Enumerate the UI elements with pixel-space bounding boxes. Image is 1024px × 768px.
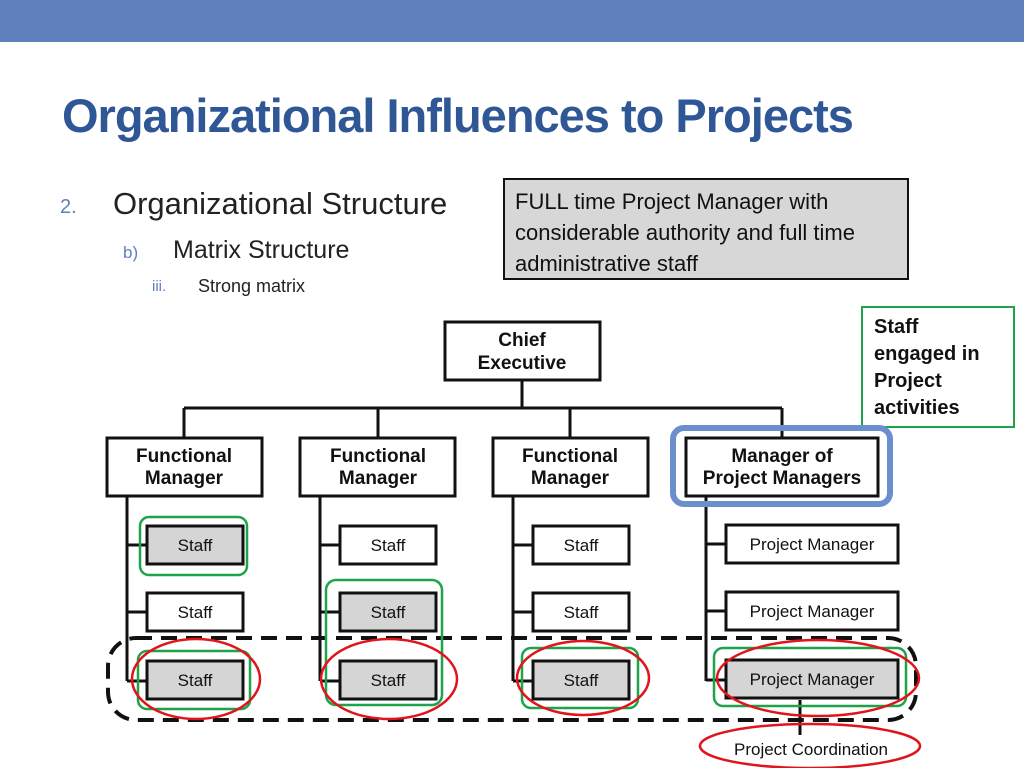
manager-label: Functional: [522, 446, 618, 467]
functional-manager-box: [491, 436, 650, 498]
green-highlight: [136, 649, 252, 711]
staff-label: Staff: [178, 603, 213, 622]
red-highlight: [698, 722, 922, 768]
green-highlight: [712, 646, 908, 708]
staff-box: [338, 591, 438, 633]
manager-of-pms-box: [684, 436, 880, 498]
project-manager-label: Project Manager: [750, 670, 875, 689]
red-highlight: [319, 637, 459, 721]
staff-box: [531, 524, 631, 566]
staff-box: [531, 659, 631, 701]
functional-manager-box: [105, 436, 264, 498]
project-manager-box: [724, 658, 900, 700]
staff-label: Staff: [371, 536, 406, 555]
pm-authority-callout: FULL time Project Manager with considera…: [503, 178, 909, 280]
manager-label: Functional: [330, 446, 426, 467]
slide-title: Organizational Influences to Projects: [62, 89, 854, 142]
callout-line: Staff: [874, 316, 919, 338]
manager-label: Project Managers: [703, 468, 861, 489]
bullet-text: Matrix Structure: [173, 236, 350, 264]
staff-label: Staff: [178, 671, 213, 690]
staff-box: [338, 659, 438, 701]
staff-box: [531, 591, 631, 633]
project-manager-label: Project Manager: [750, 602, 875, 621]
chief-label: Chief: [498, 330, 546, 351]
staff-label: Staff: [178, 536, 213, 555]
bullet-text: Organizational Structure: [113, 186, 448, 221]
manager-label: Manager: [339, 468, 418, 489]
chief-label: Executive: [478, 353, 567, 374]
functional-manager-box: [298, 436, 457, 498]
red-highlight: [515, 639, 651, 717]
bullet-number: b): [123, 243, 139, 262]
manager-label: Manager of: [731, 446, 833, 467]
staff-engaged-callout: Staff engaged in Project activities: [861, 306, 1015, 428]
project-coordination-label: Project Coordination: [734, 740, 888, 759]
bullet-number: iii.: [152, 278, 167, 295]
project-manager-box: [724, 590, 900, 632]
callout-line: Project: [874, 370, 942, 392]
staff-label: Staff: [564, 603, 599, 622]
manager-label: Manager: [145, 468, 224, 489]
bullet-number: 2.: [60, 196, 77, 218]
chief-executive-box: [443, 320, 602, 382]
staff-label: Staff: [564, 671, 599, 690]
red-highlight: [130, 637, 262, 721]
staff-box: [338, 524, 438, 566]
staff-box: [145, 524, 245, 566]
red-highlight: [715, 638, 921, 718]
staff-label: Staff: [371, 603, 406, 622]
staff-label: Staff: [371, 671, 406, 690]
bullet-text: Strong matrix: [198, 276, 306, 296]
callout-line: engaged in: [874, 343, 980, 365]
staff-box: [145, 659, 245, 701]
manager-of-pms-highlight: [670, 425, 893, 507]
staff-box: [145, 591, 245, 633]
green-highlight: [324, 578, 444, 707]
project-manager-label: Project Manager: [750, 535, 875, 554]
callout-line: activities: [874, 397, 960, 419]
green-highlight: [138, 515, 249, 577]
top-accent-bar: [0, 0, 1024, 42]
project-manager-box: [724, 523, 900, 565]
staff-label: Staff: [564, 536, 599, 555]
project-team-dashed-outline: [106, 636, 918, 722]
manager-label: Manager: [531, 468, 610, 489]
manager-label: Functional: [136, 446, 232, 467]
green-highlight: [520, 646, 640, 710]
